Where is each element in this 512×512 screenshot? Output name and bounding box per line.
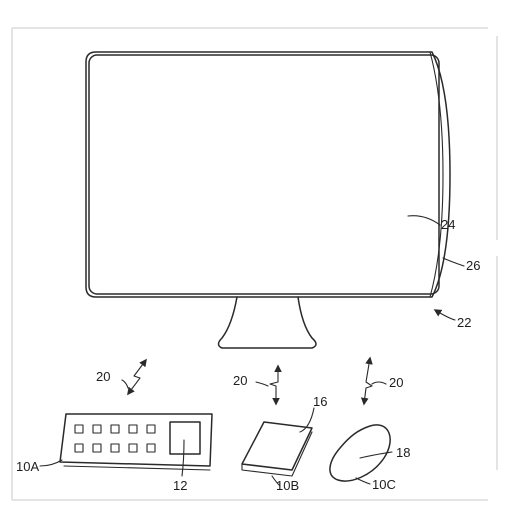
keyboard — [59, 413, 213, 471]
label-tablet: 10B — [276, 478, 299, 493]
leader-12 — [181, 439, 185, 477]
key — [146, 443, 156, 453]
display-monitor — [85, 51, 451, 298]
leader-22 — [433, 309, 456, 321]
tablet-edge — [241, 431, 313, 477]
bezel-edge — [429, 51, 444, 298]
key — [74, 424, 84, 434]
wireless-link-left — [127, 358, 147, 396]
label-keyboard: 10A — [16, 459, 39, 474]
key — [128, 443, 138, 453]
label-display: 22 — [457, 315, 471, 330]
leader-16 — [299, 407, 315, 433]
leader-24 — [407, 215, 441, 226]
label-screen: 24 — [441, 217, 455, 232]
leader-20-right — [371, 381, 387, 385]
leader-26 — [442, 257, 465, 267]
label-wireless-right: 20 — [389, 375, 403, 390]
leader-20-left — [121, 379, 129, 389]
mouse-device — [329, 424, 391, 482]
tablet-surface — [241, 421, 313, 471]
display-bezel — [85, 51, 451, 298]
key — [74, 443, 84, 453]
key — [92, 424, 102, 434]
label-wireless-center: 20 — [233, 373, 247, 388]
monitor-stand — [217, 296, 317, 349]
leader-20-center — [255, 381, 269, 387]
label-tablet-surface: 16 — [313, 394, 327, 409]
keyboard-base-edge — [63, 465, 211, 471]
key — [146, 424, 156, 434]
keyboard-touch-pad — [169, 421, 201, 455]
label-mouse-surface: 18 — [396, 445, 410, 460]
key — [92, 443, 102, 453]
leader-10C — [355, 477, 371, 485]
figure-frame — [11, 27, 498, 501]
key — [110, 443, 120, 453]
keyboard-keys — [74, 424, 156, 453]
label-mouse: 10C — [372, 477, 396, 492]
tablet-device — [241, 421, 313, 477]
leader-18 — [359, 451, 393, 459]
label-bezel: 26 — [466, 258, 480, 273]
mouse-body — [329, 424, 391, 482]
label-wireless-left: 20 — [96, 369, 110, 384]
leader-10A — [39, 459, 63, 467]
stand-neck — [217, 296, 317, 349]
keyboard-body — [59, 413, 213, 467]
wireless-link-center — [269, 364, 282, 406]
label-keyboard-pad: 12 — [173, 478, 187, 493]
key — [128, 424, 138, 434]
leader-10B — [271, 475, 281, 487]
leader-lines — [39, 215, 465, 487]
wireless-link-right — [360, 356, 373, 406]
key — [110, 424, 120, 434]
reference-labels: 24 26 22 20 20 20 10A 12 10B 16 18 10C — [16, 217, 480, 493]
display-screen — [88, 54, 440, 295]
